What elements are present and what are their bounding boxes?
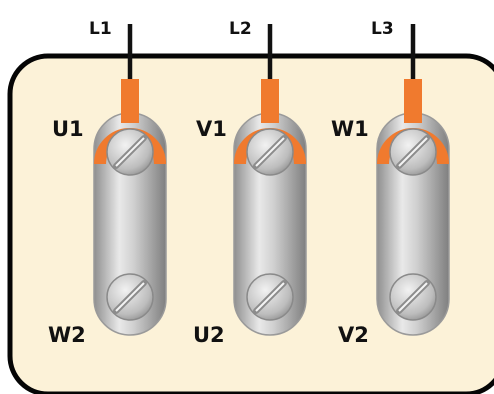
screw-icon <box>389 273 437 321</box>
terminal-label-v2: V2 <box>338 323 369 347</box>
orange-lead <box>121 79 139 123</box>
terminal-label-w1: W1 <box>331 117 369 141</box>
orange-lead <box>404 79 422 123</box>
supply-wires <box>127 24 416 84</box>
terminal-label-w2: W2 <box>48 323 86 347</box>
supply-label-l3: L3 <box>371 19 394 39</box>
terminal-link-v1-u2 <box>233 79 307 336</box>
screw-icon <box>106 128 154 176</box>
orange-lead <box>261 79 279 123</box>
supply-label-l2: L2 <box>229 19 252 39</box>
screw-icon <box>246 128 294 176</box>
supply-label-l1: L1 <box>89 19 112 39</box>
screw-icon <box>246 273 294 321</box>
terminal-label-u2: U2 <box>193 323 225 347</box>
terminal-link-u1-w2 <box>93 79 167 336</box>
terminal-label-v1: V1 <box>196 117 227 141</box>
screw-icon <box>389 128 437 176</box>
terminal-link-w1-v2 <box>376 79 450 336</box>
screw-icon <box>106 273 154 321</box>
terminal-label-u1: U1 <box>52 117 84 141</box>
